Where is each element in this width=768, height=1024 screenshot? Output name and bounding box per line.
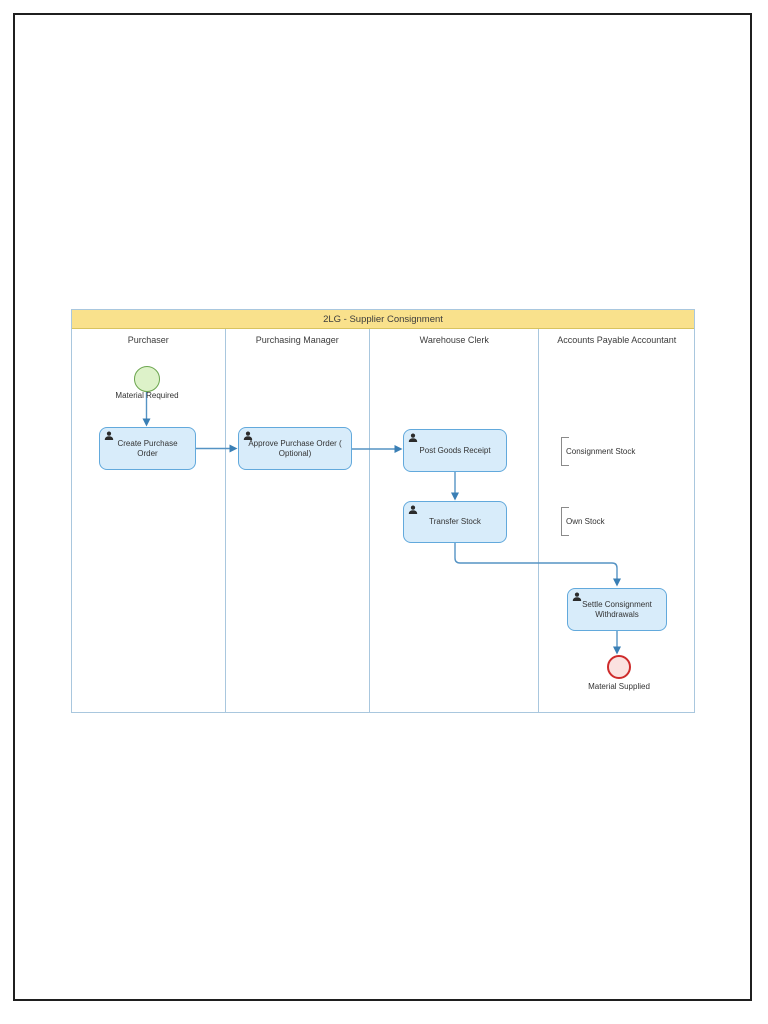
task-label: Settle Consignment Withdrawals [582, 599, 652, 619]
task-post-goods-receipt: Post Goods Receipt [403, 429, 507, 472]
lane-accounts-payable-accountant: Accounts Payable Accountant [539, 329, 694, 713]
task-label: Transfer Stock [429, 517, 481, 526]
user-icon [408, 433, 418, 442]
bpmn-pool: 2LG - Supplier Consignment Purchaser Pur… [71, 309, 695, 713]
user-icon [408, 505, 418, 514]
user-icon [572, 592, 582, 601]
task-create-purchase-order: Create Purchase Order [99, 427, 196, 470]
lane-purchaser: Purchaser [72, 329, 226, 713]
task-settle-consignment-withdrawals: Settle Consignment Withdrawals [567, 588, 667, 631]
user-icon [104, 431, 114, 440]
lane-title: Purchaser [127, 335, 169, 345]
pool-title: 2LG - Supplier Consignment [323, 313, 443, 325]
task-approve-purchase-order: Approve Purchase Order ( Optional) [238, 427, 352, 470]
annotation-bracket [561, 507, 569, 536]
end-event [607, 655, 631, 679]
task-label: Approve Purchase Order ( Optional) [248, 438, 342, 458]
start-event [134, 366, 160, 392]
lane-title: Purchasing Manager [255, 335, 339, 345]
end-event-label: Material Supplied [588, 682, 650, 691]
annotation-bracket [561, 437, 569, 466]
lane-warehouse-clerk: Warehouse Clerk [370, 329, 540, 713]
task-transfer-stock: Transfer Stock [403, 501, 507, 543]
lane-purchasing-manager: Purchasing Manager [226, 329, 371, 713]
task-label: Create Purchase Order [117, 438, 178, 458]
user-icon [243, 431, 253, 440]
pool-header: 2LG - Supplier Consignment [72, 310, 694, 329]
lanes-container: Purchaser Purchasing Manager Warehouse C… [72, 329, 694, 713]
annotation-consignment-stock: Consignment Stock [566, 447, 636, 456]
task-label: Post Goods Receipt [419, 445, 491, 455]
lane-title: Accounts Payable Accountant [557, 335, 677, 345]
annotation-own-stock: Own Stock [566, 517, 605, 526]
start-event-label: Material Required [115, 391, 179, 400]
lane-title: Warehouse Clerk [419, 335, 489, 345]
